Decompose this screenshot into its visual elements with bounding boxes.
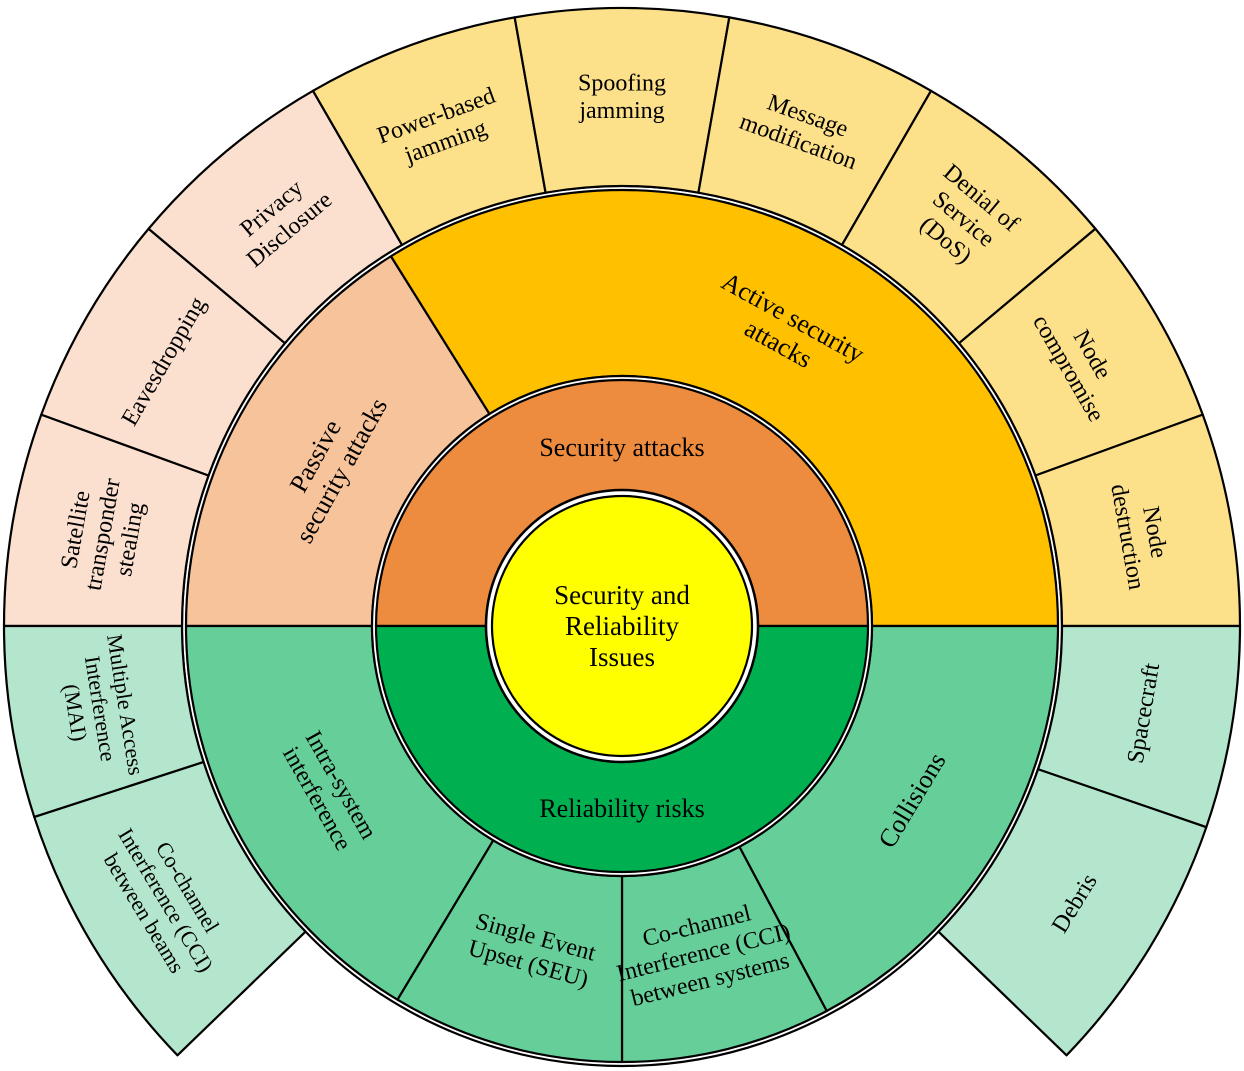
debris-segment [937, 768, 1208, 1057]
satellite-transponder-stealing-label: Satellitetransponderstealing [53, 472, 153, 598]
reliability-risks-label-line: Reliability risks [539, 794, 704, 823]
multiple-access-interference-segment [2, 624, 205, 819]
center-label-line: Issues [589, 642, 655, 672]
reliability-risks-label: Reliability risks [539, 794, 704, 823]
security-attacks-label-line: Security attacks [539, 433, 704, 462]
security-attacks-label: Security attacks [539, 433, 704, 462]
spoofing-jamming-label-line: jamming [578, 98, 664, 124]
center-label-line: Security and [554, 580, 690, 610]
spoofing-jamming-label-line: Spoofing [578, 70, 666, 96]
center-circle [490, 494, 754, 758]
center-label-line: Reliability [565, 611, 679, 641]
